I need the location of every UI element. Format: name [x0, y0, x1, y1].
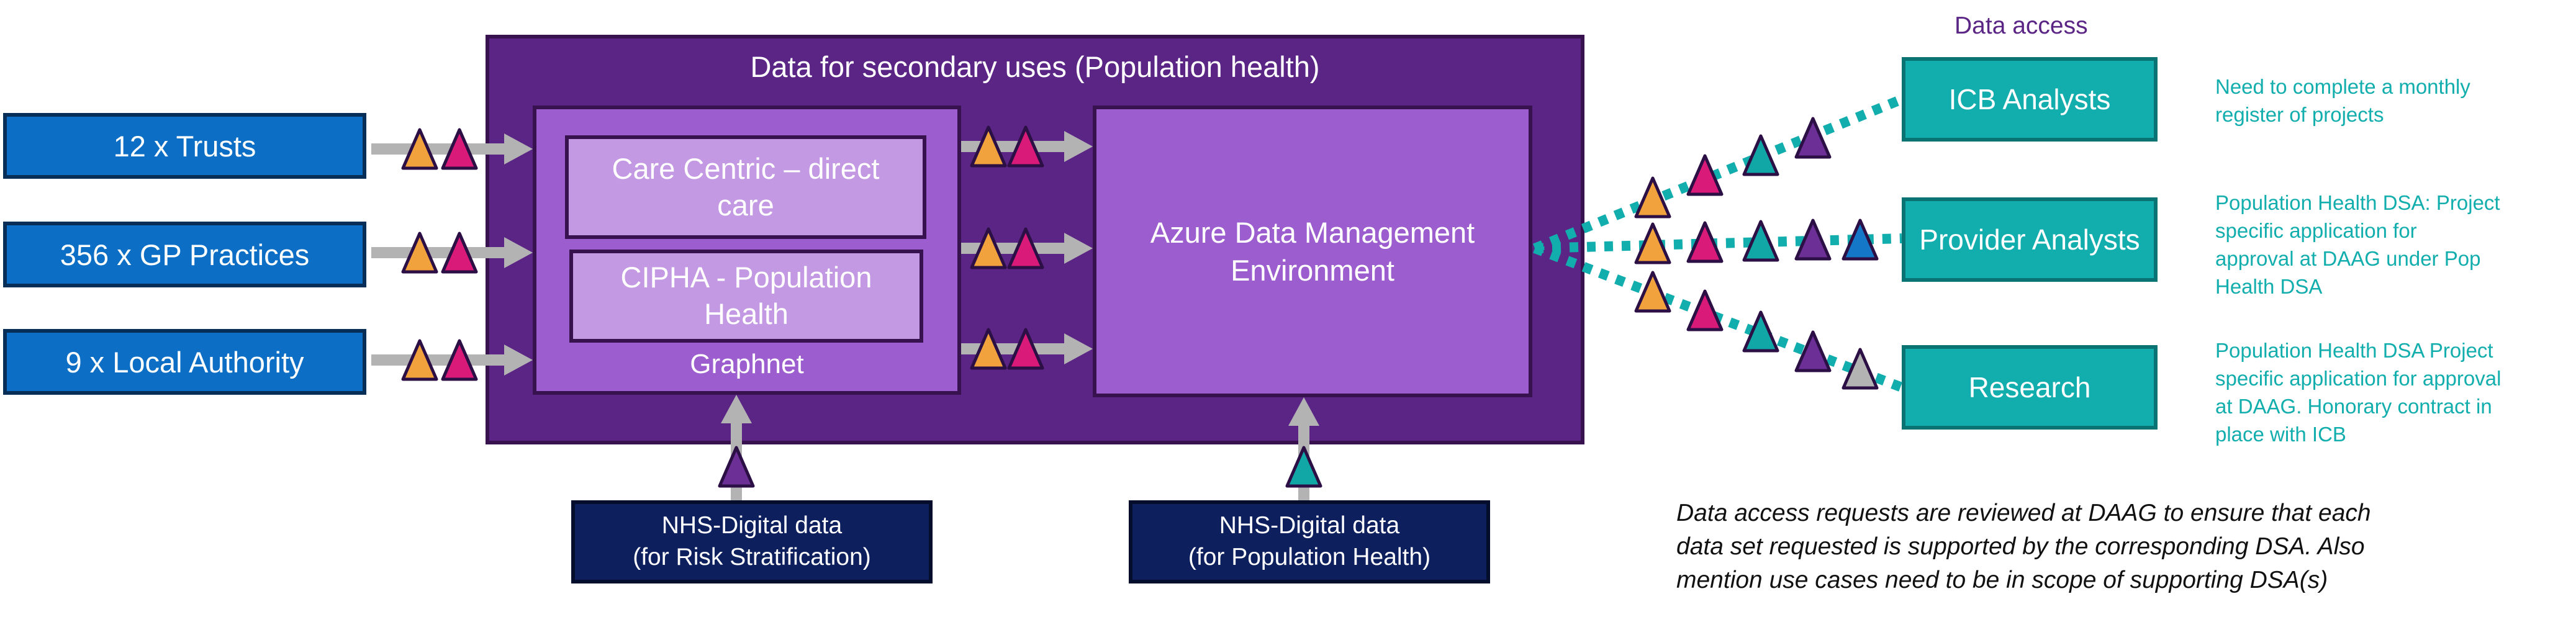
magenta-triangle-icon [441, 339, 478, 381]
dest-icb-analysts-label: ICB Analysts [1948, 83, 2111, 115]
desc-icb-analysts: Need to complete a monthly register of p… [2215, 75, 2470, 126]
dest-provider-analysts-label: Provider Analysts [1919, 223, 2140, 256]
nhs-digital-population-box: NHS-Digital data (for Population Health) [1129, 500, 1490, 583]
blue-triangle-icon [1842, 218, 1879, 261]
dest-icb-analysts: ICB Analysts [1902, 57, 2158, 142]
teal-triangle-icon [1742, 310, 1779, 353]
dotted-connectors [1532, 94, 1904, 392]
teal-triangle-icon [1742, 134, 1779, 176]
connector-provider [1534, 233, 1902, 253]
desc-provider-analysts: Population Health DSA: Project specific … [2215, 191, 2500, 298]
orange-triangle-icon [1634, 176, 1671, 218]
source-local-authority: 9 x Local Authority [3, 329, 366, 395]
purple-triangle-icon [718, 446, 755, 488]
purple-triangle-icon [1794, 330, 1832, 372]
teal-triangle-icon [1742, 220, 1779, 262]
arrow-gn-az-3-head [1064, 333, 1093, 364]
arrow-trusts-head [504, 133, 533, 164]
grey-triangle-icon [1842, 348, 1879, 390]
azure-box: Azure Data Management Environment [1093, 106, 1532, 397]
magenta-triangle-icon [1007, 227, 1044, 269]
source-trusts: 12 x Trusts [3, 113, 366, 179]
source-trusts-label: 12 x Trusts [113, 129, 256, 163]
source-local-authority-label: 9 x Local Authority [65, 345, 304, 379]
magenta-triangle-icon [1686, 289, 1724, 331]
source-gp-practices-label: 356 x GP Practices [60, 238, 310, 271]
magenta-triangle-icon [1007, 125, 1044, 168]
purple-triangle-icon [1794, 218, 1832, 261]
dest-provider-analysts: Provider Analysts [1902, 197, 2158, 282]
nhs-digital-risk-box: NHS-Digital data (for Risk Stratificatio… [571, 500, 933, 583]
orange-triangle-icon [970, 328, 1007, 370]
cipha-box: CIPHA - Population Health [569, 250, 923, 343]
source-gp-practices: 356 x GP Practices [3, 222, 366, 287]
data-type-triangles [401, 117, 1879, 488]
graphnet-label: Graphnet [690, 349, 804, 379]
arrow-la-head [504, 345, 533, 376]
magenta-triangle-icon [1686, 221, 1724, 263]
arrow-gn-az-2-head [1064, 233, 1093, 264]
magenta-triangle-icon [1007, 328, 1044, 370]
orange-triangle-icon [401, 232, 438, 274]
teal-triangle-icon [1285, 446, 1322, 488]
arrow-nhs-pop-head [1288, 397, 1319, 426]
magenta-triangle-icon [441, 128, 478, 170]
arrow-nhs-risk-head [721, 395, 752, 423]
data-access-heading: Data access [1955, 12, 2088, 39]
arrow-gn-az-1-head [1064, 131, 1093, 162]
orange-triangle-icon [1634, 271, 1671, 313]
purple-triangle-icon [1794, 117, 1832, 159]
orange-triangle-icon [401, 339, 438, 381]
care-centric-box: Care Centric – direct care [565, 135, 926, 239]
connector-icb [1532, 94, 1904, 253]
orange-triangle-icon [970, 125, 1007, 168]
dest-research-label: Research [1968, 371, 2091, 403]
orange-triangle-icon [401, 128, 438, 170]
magenta-triangle-icon [1686, 154, 1724, 196]
secondary-uses-title: Data for secondary uses (Population heal… [750, 50, 1320, 83]
access-note: Data access requests are reviewed at DAA… [1676, 500, 2371, 593]
connector-research [1533, 243, 1904, 392]
desc-research: Population Health DSA Project specific a… [2215, 339, 2501, 446]
orange-triangle-icon [970, 227, 1007, 269]
dest-research: Research [1902, 345, 2158, 430]
grey-arrows [371, 131, 1319, 500]
arrow-gp-head [504, 237, 533, 268]
magenta-triangle-icon [441, 232, 478, 274]
orange-triangle-icon [1634, 222, 1671, 264]
